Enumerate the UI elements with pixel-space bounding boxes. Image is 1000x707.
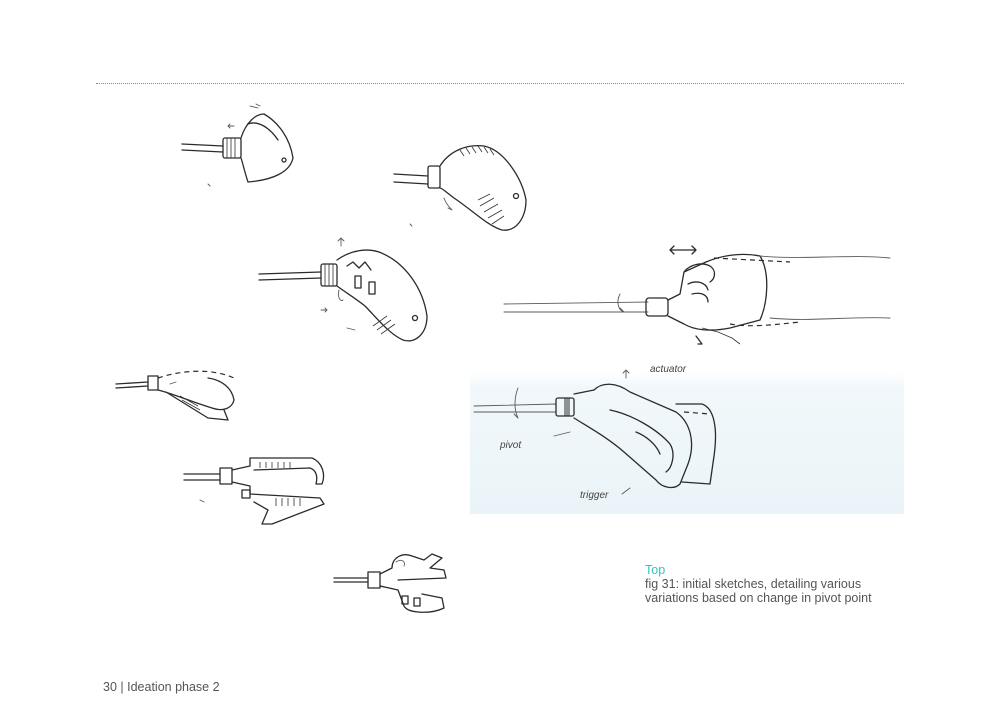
page-number: 30 — [103, 680, 117, 694]
sketch-handle-1 — [178, 100, 303, 195]
actuator-label: actuator — [650, 364, 687, 375]
sketch-variation-5 — [180, 440, 340, 530]
header-divider — [96, 83, 904, 84]
figure-caption: Top fig 31: initial sketches, detailing … — [645, 563, 905, 605]
sketch-variation-4 — [112, 362, 242, 432]
sketch-photo-panel: actuator pivot trigger — [470, 232, 904, 514]
section-title: Ideation phase 2 — [127, 680, 220, 694]
sketch-handle-3 — [255, 236, 435, 356]
trigger-label: trigger — [580, 490, 609, 501]
sketch-variation-6 — [332, 548, 462, 628]
pivot-label: pivot — [499, 440, 522, 451]
caption-heading: Top — [645, 563, 666, 577]
footer-separator: | — [120, 680, 124, 694]
sketch-handle-2 — [392, 138, 532, 238]
caption-text: fig 31: initial sketches, detailing vari… — [645, 577, 872, 605]
page-footer: 30 | Ideation phase 2 — [103, 680, 220, 694]
